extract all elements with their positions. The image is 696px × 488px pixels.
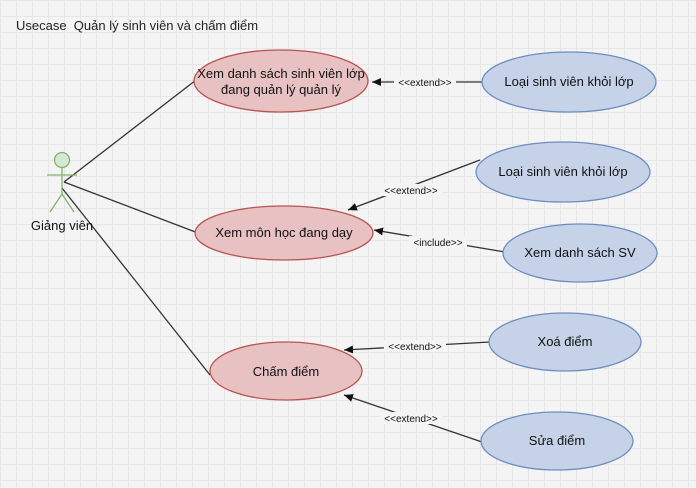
use-case-label: Xem danh sách SV [524,245,636,260]
use-case-ellipse [475,141,651,203]
associations [61,79,211,376]
relation-label-bg-r3 [409,236,467,248]
diagram-title: Usecase Quản lý sinh viên và chấm điểm [16,18,259,33]
primary-use-cases: Xem danh sách sinh viên lớp đang quản lý… [193,49,374,401]
actor-leg-right [61,193,75,213]
secondary-use-cases: Loại sinh viên khỏi lớp Loại sinh viên k… [475,51,658,471]
association-uc3 [61,187,211,376]
use-case-view-class-students[interactable]: Xem danh sách sinh viên lớp đang quản lý… [193,49,369,113]
relation-label-r3: <include>> [413,238,462,249]
relation-lines [343,78,506,443]
use-case-grading[interactable]: Chấm điểm [209,341,363,401]
use-case-remove-student-2[interactable]: Loại sinh viên khỏi lớp [475,141,651,203]
relation-label-bg-r1 [394,76,456,88]
use-case-label: Xoá điểm [538,334,593,349]
actor-leg-left [49,193,63,213]
use-case-label: Sửa điểm [529,433,585,448]
relation-label-bg-r2 [380,184,442,196]
use-case-ellipse [209,341,363,401]
relation-label-bg-r5 [380,412,442,424]
relation-labels: <<extend>> <<extend>> <include>> <<exten… [380,76,467,425]
relation-label-r2: <<extend>> [384,186,438,197]
use-case-label: Chấm điểm [253,364,319,379]
use-case-view-student-list[interactable]: Xem danh sách SV [502,223,658,283]
use-case-label-line1: Xem danh sách sinh viên lớp [197,66,365,81]
use-case-label: Loại sinh viên khỏi lớp [498,164,627,179]
association-uc1 [63,79,197,183]
relation-label-r1: <<extend>> [398,78,452,89]
use-case-remove-student-1[interactable]: Loại sinh viên khỏi lớp [481,51,657,113]
relation-label-r5: <<extend>> [384,414,438,425]
use-case-view-teaching-subjects[interactable]: Xem môn học đang dạy [194,205,374,261]
association-uc2 [63,181,199,234]
use-case-ellipse [488,312,642,372]
use-case-delete-grade[interactable]: Xoá điểm [488,312,642,372]
use-case-edit-grade[interactable]: Sửa điểm [480,411,634,471]
use-case-ellipse [194,205,374,261]
use-case-label: Xem môn học đang dạy [215,225,353,240]
relation-label-bg-r4 [384,340,446,352]
use-case-ellipse [193,49,369,113]
relation-label-r4: <<extend>> [388,342,442,353]
actor[interactable]: Giảng viên [31,151,93,234]
use-case-ellipse [480,411,634,471]
actor-head [53,151,71,169]
use-case-ellipse [481,51,657,113]
use-case-label-line2: đang quản lý quản lý [221,82,341,97]
use-case-ellipse [502,223,658,283]
use-case-label: Loại sinh viên khỏi lớp [504,74,633,89]
actor-name: Giảng viên [31,218,93,233]
